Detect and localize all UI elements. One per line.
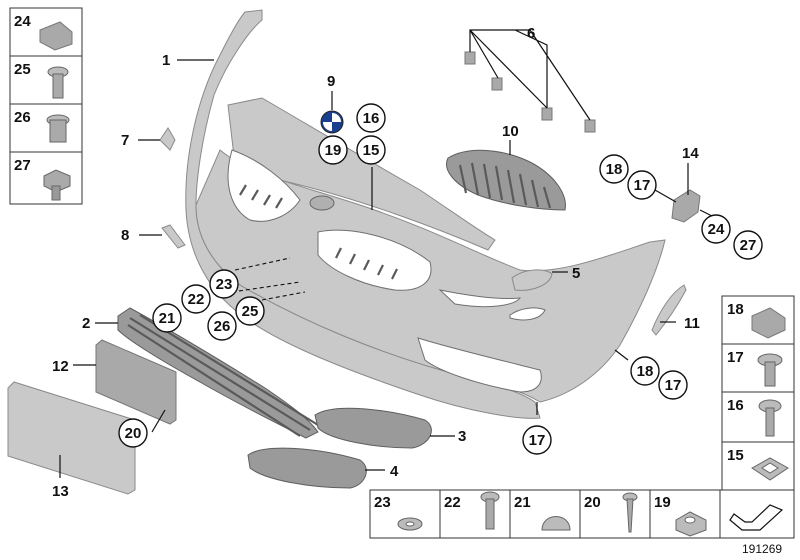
circled-callout-19: 19 xyxy=(318,135,348,165)
circled-callout-21: 21 xyxy=(152,303,182,333)
legend-left-25: 25 xyxy=(14,61,31,78)
legend-right: 18 17 16 15 xyxy=(721,295,795,491)
svg-text:15: 15 xyxy=(363,142,380,159)
callout-12: 12 xyxy=(52,358,69,375)
legend-left-27: 27 xyxy=(14,157,31,174)
legend-right-18: 18 xyxy=(727,301,744,318)
circled-callout-17-top: 17 xyxy=(627,170,657,200)
spring-nut-icon xyxy=(39,21,73,51)
trim-clip-8 xyxy=(161,224,186,249)
svg-text:26: 26 xyxy=(214,318,231,335)
callout-2: 2 xyxy=(82,315,90,332)
circled-callout-17-bottom: 17 xyxy=(522,425,552,455)
flange-screw-icon xyxy=(757,353,783,387)
screw-icon xyxy=(47,66,69,99)
bumper-emblem-mount xyxy=(309,195,335,211)
side-reflector xyxy=(651,284,687,336)
circled-callout-27: 27 xyxy=(733,230,763,260)
expanding-clips xyxy=(464,29,596,133)
svg-text:23: 23 xyxy=(216,276,233,293)
circled-callout-25: 25 xyxy=(235,296,265,326)
legend-bottom-19: 19 xyxy=(654,494,671,511)
legend-right-16: 16 xyxy=(727,397,744,414)
callout-14: 14 xyxy=(682,145,699,162)
air-inlet-grille-right xyxy=(314,407,432,449)
callout-5: 5 xyxy=(572,265,580,282)
spacer-sleeve-icon xyxy=(46,114,70,143)
legend-right-15: 15 xyxy=(727,447,744,464)
licence-plate-base xyxy=(95,339,177,425)
clamping-nut-icon xyxy=(675,511,707,537)
callout-9: 9 xyxy=(327,73,335,90)
cap-icon xyxy=(541,516,571,531)
callout-1: 1 xyxy=(162,52,170,69)
legend-left-24: 24 xyxy=(14,13,31,30)
lower-mesh-grille xyxy=(117,307,319,439)
svg-text:17: 17 xyxy=(665,377,682,394)
bmw-emblem xyxy=(320,110,344,134)
kidney-grille xyxy=(446,149,566,211)
bumper-bracket xyxy=(671,189,701,223)
svg-text:18: 18 xyxy=(606,161,623,178)
circled-callout-23: 23 xyxy=(209,269,239,299)
circled-callout-26: 26 xyxy=(207,311,237,341)
svg-text:19: 19 xyxy=(325,142,342,159)
callout-3: 3 xyxy=(458,428,466,445)
callout-13: 13 xyxy=(52,483,69,500)
legend-bottom-22: 22 xyxy=(444,494,461,511)
circled-callout-18-mid: 18 xyxy=(630,356,660,386)
callout-6: 6 xyxy=(527,25,535,42)
circled-callout-22: 22 xyxy=(181,284,211,314)
legend-bottom-23: 23 xyxy=(374,494,391,511)
legend-bottom-21: 21 xyxy=(514,494,531,511)
svg-text:22: 22 xyxy=(188,291,205,308)
svg-text:25: 25 xyxy=(242,303,259,320)
licence-plate-panel xyxy=(7,381,136,495)
svg-text:20: 20 xyxy=(125,425,142,442)
washer-icon xyxy=(397,517,423,531)
oval-head-screw-icon xyxy=(758,399,782,437)
callout-7: 7 xyxy=(121,132,129,149)
legend-bottom: 23 22 21 20 19 xyxy=(369,489,795,539)
trim-clip-7 xyxy=(159,127,176,151)
svg-text:17: 17 xyxy=(529,432,546,449)
hex-nut-icon xyxy=(43,169,71,201)
circled-callout-24: 24 xyxy=(701,214,731,244)
callout-11: 11 xyxy=(684,315,700,332)
callout-4: 4 xyxy=(390,463,399,480)
arrow-icon xyxy=(729,504,784,531)
circled-callout-16: 16 xyxy=(356,103,386,133)
legend-left: 24 25 26 27 xyxy=(9,7,83,205)
tow-hook-cover xyxy=(511,269,553,291)
callout-8: 8 xyxy=(121,227,129,244)
nut-insert-icon xyxy=(751,457,789,481)
svg-text:27: 27 xyxy=(740,237,757,254)
clip-nut-icon xyxy=(751,307,786,339)
air-inlet-grille-left xyxy=(247,447,367,489)
circled-callout-20: 20 xyxy=(118,418,148,448)
diagram-id: 191269 xyxy=(742,542,782,556)
tapping-screw-icon xyxy=(622,492,638,533)
hex-bolt-icon xyxy=(480,491,500,530)
svg-text:17: 17 xyxy=(634,177,651,194)
legend-right-17: 17 xyxy=(727,349,744,366)
callout-10: 10 xyxy=(502,123,519,140)
svg-text:24: 24 xyxy=(708,221,725,238)
circled-callout-18-top: 18 xyxy=(599,154,629,184)
front-bumper-trim-panel xyxy=(185,9,666,419)
svg-text:21: 21 xyxy=(159,310,176,327)
circled-callout-17-mid: 17 xyxy=(658,370,688,400)
legend-left-26: 26 xyxy=(14,109,31,126)
svg-text:16: 16 xyxy=(363,110,380,127)
svg-text:18: 18 xyxy=(637,363,654,380)
legend-bottom-20: 20 xyxy=(584,494,601,511)
circled-callout-15: 15 xyxy=(356,135,386,165)
